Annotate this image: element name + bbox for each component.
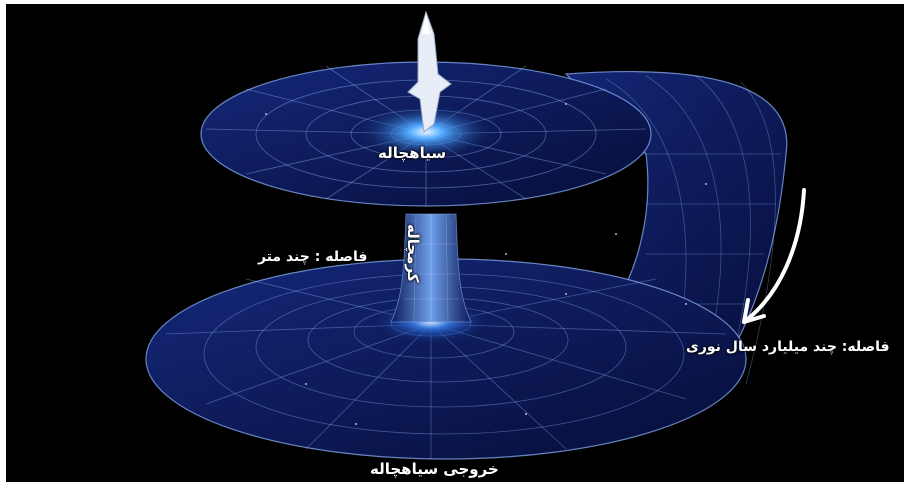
spaceship-icon bbox=[407, 10, 452, 133]
wormhole-throat bbox=[390, 213, 472, 323]
short-distance-label: فاصله : چند متر bbox=[258, 249, 368, 265]
wormhole-diagram: سیاهچاله کرمچاله فاصله : چند متر فاصله: … bbox=[6, 4, 904, 482]
black-hole-exit-label: خروجی سیاهچاله bbox=[370, 460, 499, 478]
black-hole-label: سیاهچاله bbox=[378, 144, 447, 162]
curved-arrow-icon bbox=[742, 188, 806, 324]
long-distance-label: فاصله: چند میلیارد سال نوری bbox=[686, 339, 890, 355]
spacetime-sheet-graphic bbox=[145, 10, 806, 460]
wormhole-label: کرمچاله bbox=[404, 224, 422, 283]
